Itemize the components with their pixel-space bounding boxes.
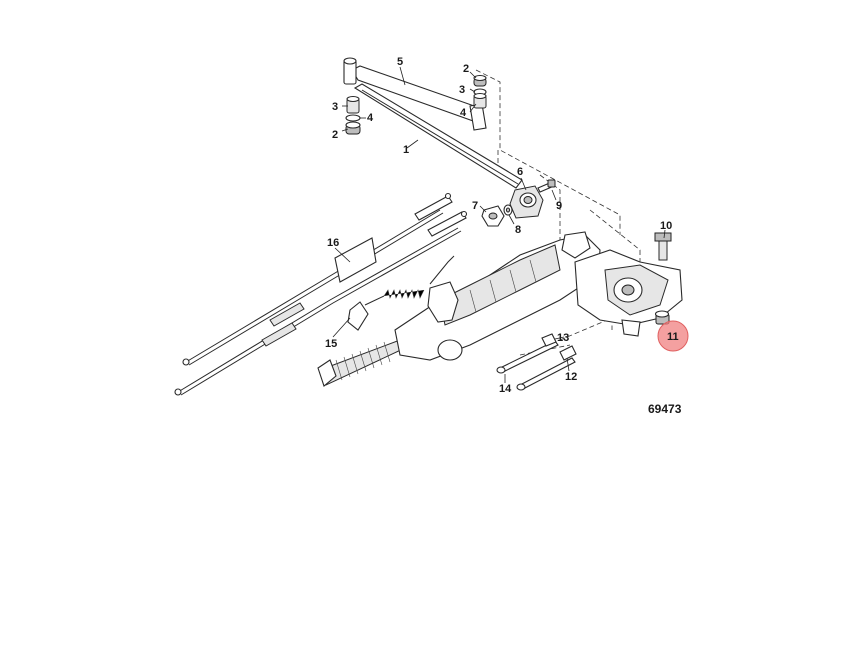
spring-part-15: [347, 255, 455, 331]
callout-8: 8: [515, 224, 521, 236]
callout-6: 6: [517, 166, 523, 178]
leader-lines: [332, 66, 666, 383]
link-rod-part-5: [343, 57, 487, 131]
control-cables-part-16: [174, 192, 468, 396]
callout-labels: 1 2 2 3 3 4 4 5 6 7 8 9 10 11 12 13 14 1…: [325, 56, 679, 395]
callout-5: 5: [397, 56, 403, 68]
callout-15: 15: [325, 338, 337, 350]
callout-11: 11: [667, 331, 679, 343]
highlight-circle-part-11: [657, 320, 689, 352]
bracket-part-7: [481, 205, 505, 227]
callout-12: 12: [565, 371, 577, 383]
bushing-stack-right: [473, 74, 487, 109]
pin-part-14: [496, 340, 576, 391]
mounting-bracket-assembly: [574, 249, 683, 337]
callout-10: 10: [660, 220, 672, 232]
bolt-part-10: [654, 232, 672, 261]
bushing-stack-left: [345, 95, 361, 135]
callout-13: 13: [557, 332, 569, 344]
clip-part-13: [541, 333, 557, 347]
callout-9: 9: [556, 200, 562, 212]
callout-16: 16: [327, 237, 339, 249]
callout-2-left: 2: [332, 129, 338, 141]
callout-1: 1: [403, 144, 409, 156]
callout-4-left: 4: [367, 112, 374, 124]
callout-3-left: 3: [332, 101, 338, 113]
tiller-handle-housing: [317, 231, 601, 387]
nut-part-11: [654, 310, 670, 325]
cotter-pin-part-12: [559, 345, 577, 361]
figure-number: 69473: [648, 402, 682, 416]
callout-4-right: 4: [460, 107, 467, 119]
callout-3-right: 3: [459, 84, 465, 96]
screw-part-9: [537, 179, 556, 193]
callout-7: 7: [472, 200, 478, 212]
callout-14: 14: [499, 383, 512, 395]
clamp-part-6: [509, 185, 544, 219]
washer-part-8: [503, 204, 513, 216]
callout-2-right: 2: [463, 63, 469, 75]
